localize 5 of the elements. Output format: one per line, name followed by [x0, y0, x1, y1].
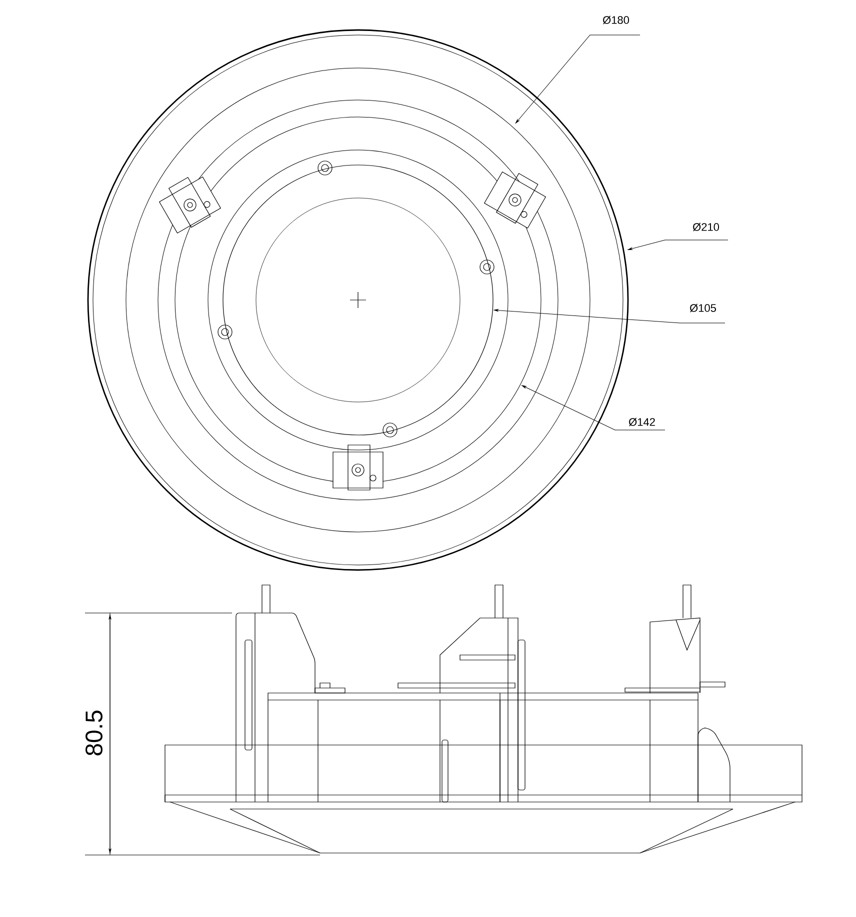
dimension-label: Ø105 [690, 304, 716, 312]
dimension-label: 80.5 [86, 710, 102, 756]
dimension-label: Ø180 [602, 16, 630, 24]
dimension-label: Ø210 [692, 222, 720, 232]
dimension-label: Ø142 [628, 418, 655, 426]
